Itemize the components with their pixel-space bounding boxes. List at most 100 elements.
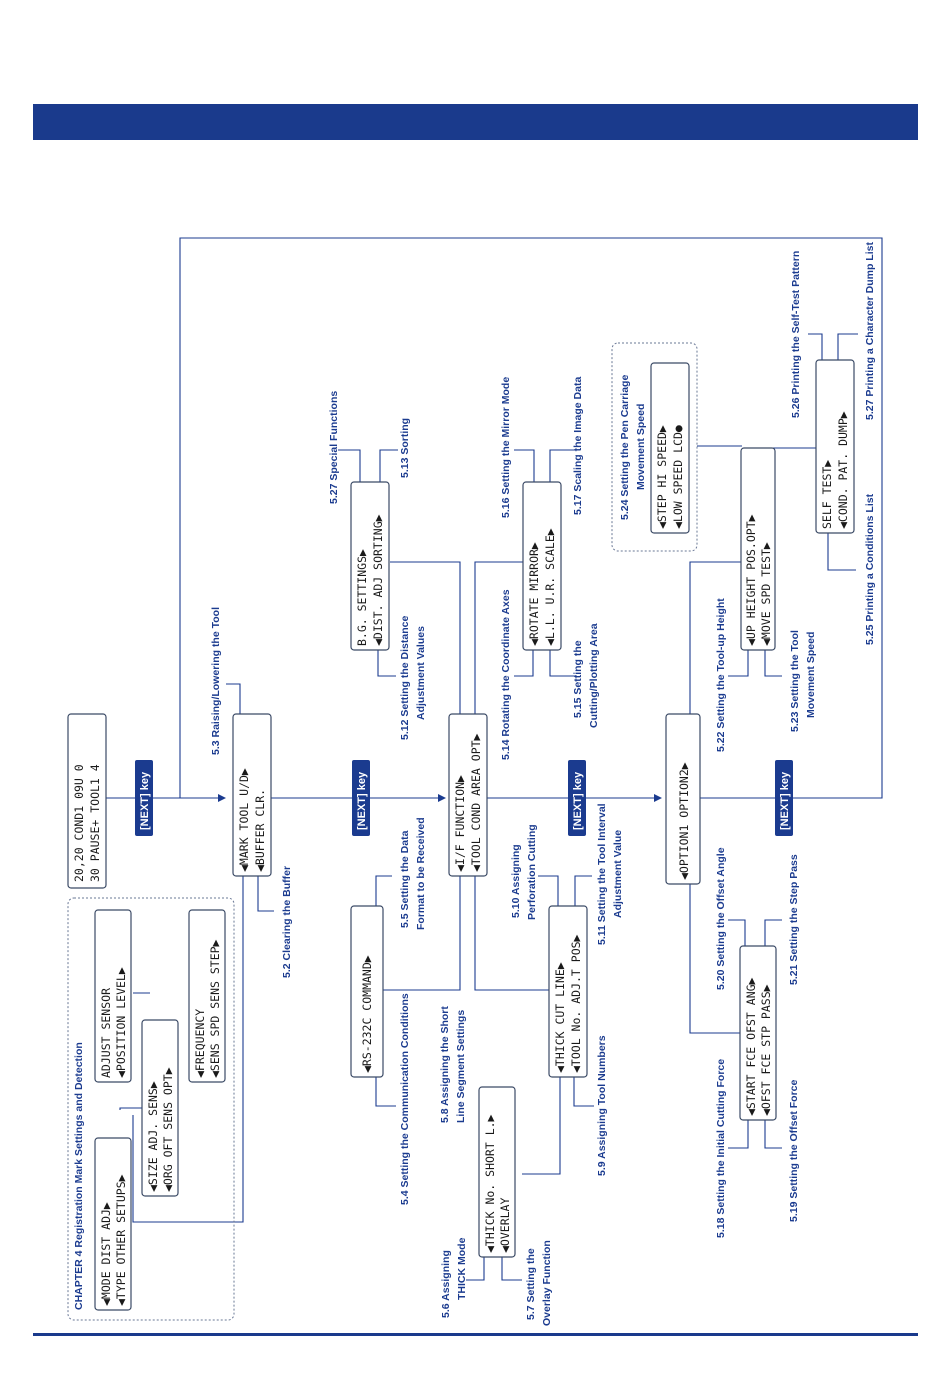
svg-text:◀SENS SPD SENS STEP▶: ◀SENS SPD SENS STEP▶ — [208, 939, 222, 1078]
menu-bg-settings[interactable]: B.G. SETTINGS▶ ◀DIST. ADJ SORTING▶ — [350, 481, 390, 651]
label-distance-adj: 5.12 Setting the Distance — [399, 616, 411, 740]
menu-mode[interactable]: ◀MODE DIST ADJ▶ ◀TYPE OTHER SETUPS▶ — [94, 1137, 132, 1311]
label-leader-lines — [226, 333, 858, 1281]
label-tool-speed-2: Movement Speed — [805, 632, 817, 718]
svg-text:◀SIZE ADJ. SENS▶: ◀SIZE ADJ. SENS▶ — [146, 1081, 160, 1192]
svg-text:◀DIST. ADJ SORTING▶: ◀DIST. ADJ SORTING▶ — [371, 514, 385, 646]
svg-text:SELF TEST▶: SELF TEST▶ — [820, 460, 834, 529]
svg-text:◀THICK No. SHORT L.▶: ◀THICK No. SHORT L.▶ — [483, 1114, 497, 1253]
svg-text:◀BUFFER CLR.: ◀BUFFER CLR. — [253, 789, 267, 872]
next-key-badge: [NEXT] key — [775, 760, 793, 836]
svg-text:◀MOVE SPD TEST▶: ◀MOVE SPD TEST▶ — [759, 542, 773, 646]
svg-text:◀THICK CUT LINE▶: ◀THICK CUT LINE▶ — [553, 962, 567, 1073]
label-offset-force: 5.19 Setting the Offset Force — [788, 1079, 800, 1222]
label-tool-interval-2: Adjustment Value — [612, 830, 624, 918]
label-short-line: 5.8 Assigning the Short — [439, 1006, 451, 1123]
svg-text:◀OFST FCE STP PASS▶: ◀OFST FCE STP PASS▶ — [759, 984, 773, 1116]
svg-text:◀RS-232C COMMAND▶: ◀RS-232C COMMAND▶ — [360, 955, 374, 1073]
label-initial-force: 5.18 Setting the Initial Cutting Force — [715, 1059, 727, 1238]
label-rotate-axes: 5.14 Rotating the Coordinate Axes — [500, 589, 512, 760]
label-char-dump: 5.27 Printing a Character Dump List — [864, 242, 876, 420]
menu-option[interactable]: ◀OPTION1 OPTION2▶ — [665, 713, 701, 885]
label-perforation: 5.10 Assigning — [510, 844, 522, 918]
svg-text:[NEXT] key: [NEXT] key — [779, 771, 791, 830]
label-scale-image: 5.17 Scaling the Image Data — [572, 377, 584, 515]
menu-up-height[interactable]: ◀UP HEIGHT POS.OPT▶ ◀MOVE SPD TEST▶ — [740, 447, 776, 651]
svg-text:◀TYPE OTHER SETUPS▶: ◀TYPE OTHER SETUPS▶ — [114, 1174, 128, 1306]
svg-text:◀OPTION1 OPTION2▶: ◀OPTION1 OPTION2▶ — [677, 762, 691, 880]
svg-text:◀ROTATE MIRROR▶: ◀ROTATE MIRROR▶ — [527, 542, 541, 646]
label-distance-adj-2: Adjustment Values — [415, 626, 427, 720]
svg-text:◀STEP HI SPEED▶: ◀STEP HI SPEED▶ — [655, 425, 669, 529]
menu-frequency[interactable]: ◀FREQUENCY ◀SENS SPD SENS STEP▶ — [188, 909, 226, 1083]
svg-text:◀ORG OFT SENS OPT▶: ◀ORG OFT SENS OPT▶ — [161, 1067, 175, 1192]
label-overlay: 5.7 Setting the — [525, 1248, 537, 1320]
svg-text:◀TOOL No. ADJ.T POS▶: ◀TOOL No. ADJ.T POS▶ — [569, 934, 583, 1073]
label-pen-carriage: 5.24 Setting the Pen Carriage — [619, 375, 631, 520]
svg-text:B.G. SETTINGS▶: B.G. SETTINGS▶ — [355, 549, 369, 646]
label-data-format: 5.5 Setting the Data — [399, 830, 411, 928]
footer-rule — [33, 1333, 918, 1336]
label-thick-mode: 5.6 Assigning — [440, 1250, 452, 1318]
header-banner — [33, 104, 918, 140]
menu-size[interactable]: ◀SIZE ADJ. SENS▶ ◀ORG OFT SENS OPT▶ — [141, 1019, 179, 1197]
label-cutting-area-2: Cutting/Plotting Area — [588, 623, 600, 728]
label-special-functions: 5.27 Special Functions — [328, 391, 340, 504]
status-display: 20,20 COND1 09U 0 30 PAUSE+ TOOL1 4 — [67, 713, 107, 889]
pen-speed-group — [611, 342, 698, 552]
section-labels: 5.3 Raising/Lowering the Tool 5.2 Cleari… — [73, 242, 876, 1326]
label-tool-interval: 5.11 Setting the Tool Interval — [596, 803, 608, 945]
label-clear-buffer: 5.2 Clearing the Buffer — [281, 866, 293, 978]
svg-text:◀COND. PAT. DUMP▶: ◀COND. PAT. DUMP▶ — [836, 411, 850, 529]
svg-text:◀UP HEIGHT POS.OPT▶: ◀UP HEIGHT POS.OPT▶ — [744, 514, 758, 646]
menu-thick[interactable]: ◀THICK CUT LINE▶ ◀TOOL No. ADJ.T POS▶ — [548, 905, 588, 1078]
svg-text:[NEXT] key: [NEXT] key — [572, 771, 584, 830]
label-raise-lower-tool: 5.3 Raising/Lowering the Tool — [210, 607, 222, 755]
chapter4-group — [67, 897, 235, 1321]
svg-text:◀FREQUENCY: ◀FREQUENCY — [193, 1009, 207, 1078]
svg-text:◀MODE DIST ADJ▶: ◀MODE DIST ADJ▶ — [99, 1202, 113, 1306]
label-short-line-2: Line Segment Settings — [455, 1010, 467, 1123]
svg-text:[NEXT] key: [NEXT] key — [356, 771, 368, 830]
label-comm-conditions: 5.4 Setting the Communication Conditions — [399, 993, 411, 1205]
svg-text:◀L.L. U.R. SCALE▶: ◀L.L. U.R. SCALE▶ — [543, 528, 557, 646]
next-key-badge: [NEXT] key — [568, 760, 586, 836]
label-tool-speed: 5.23 Setting the Tool — [789, 630, 801, 732]
next-key-badge: [NEXT] key — [135, 760, 153, 836]
svg-text:[NEXT] key: [NEXT] key — [139, 771, 151, 830]
svg-text:◀POSITION LEVEL▶: ◀POSITION LEVEL▶ — [114, 967, 128, 1078]
label-offset-angle: 5.20 Setting the Offset Angle — [715, 847, 727, 990]
menu-self-test[interactable]: SELF TEST▶ ◀COND. PAT. DUMP▶ — [815, 359, 855, 534]
svg-text:20,20 COND1 09U 0: 20,20 COND1 09U 0 — [72, 764, 86, 882]
menu-adjust-sensor[interactable]: ADJUST SENSOR ◀POSITION LEVEL▶ — [94, 909, 132, 1083]
label-thick-mode-2: THICK Mode — [456, 1237, 468, 1300]
label-tool-up-height: 5.22 Setting the Tool-up Height — [715, 598, 727, 752]
label-conditions-list: 5.25 Printing a Conditions List — [864, 493, 876, 645]
label-self-test: 5.26 Printing the Self-Test Pattern — [790, 251, 802, 418]
menu-start-force[interactable]: ◀START FCE OFST ANG▶ ◀OFST FCE STP PASS▶ — [739, 945, 777, 1121]
label-pen-carriage-2: Movement Speed — [635, 404, 647, 490]
svg-text:◀START FCE OFST ANG▶: ◀START FCE OFST ANG▶ — [744, 977, 758, 1116]
label-cutting-area: 5.15 Setting the — [572, 640, 584, 718]
label-data-format-2: Format to be Received — [415, 817, 427, 930]
main-flow-wires — [104, 237, 883, 1223]
svg-text:◀MARK TOOL U/D▶: ◀MARK TOOL U/D▶ — [237, 768, 251, 872]
menu-rs232c[interactable]: ◀RS-232C COMMAND▶ — [350, 905, 384, 1078]
svg-text:◀LOW SPEED LCD●: ◀LOW SPEED LCD● — [671, 425, 685, 529]
next-key-badge: [NEXT] key — [352, 760, 370, 836]
label-overlay-2: Overlay Function — [541, 1240, 553, 1326]
label-chapter4: CHAPTER 4 Registration Mark Settings and… — [73, 1042, 85, 1310]
menu-rotate[interactable]: ◀ROTATE MIRROR▶ ◀L.L. U.R. SCALE▶ — [522, 481, 562, 651]
menu-thick-no[interactable]: ◀THICK No. SHORT L.▶ ◀OVERLAY — [478, 1086, 516, 1258]
svg-text:◀OVERLAY: ◀OVERLAY — [498, 1198, 512, 1253]
menu-mark[interactable]: ◀MARK TOOL U/D▶ ◀BUFFER CLR. — [232, 713, 272, 877]
label-step-pass: 5.21 Setting the Step Pass — [788, 854, 800, 985]
label-tool-numbers: 5.9 Assigning Tool Numbers — [596, 1035, 608, 1176]
svg-text:◀TOOL COND AREA OPT▶: ◀TOOL COND AREA OPT▶ — [469, 733, 483, 872]
svg-text:30 PAUSE+ TOOL1 4: 30 PAUSE+ TOOL1 4 — [88, 764, 102, 882]
label-sorting: 5.13 Sorting — [399, 418, 411, 478]
menu-step-speed[interactable]: ◀STEP HI SPEED▶ ◀LOW SPEED LCD● — [650, 362, 690, 534]
svg-text:◀I/F FUNCTION▶: ◀I/F FUNCTION▶ — [453, 775, 467, 872]
menu-function[interactable]: ◀I/F FUNCTION▶ ◀TOOL COND AREA OPT▶ — [448, 713, 488, 877]
